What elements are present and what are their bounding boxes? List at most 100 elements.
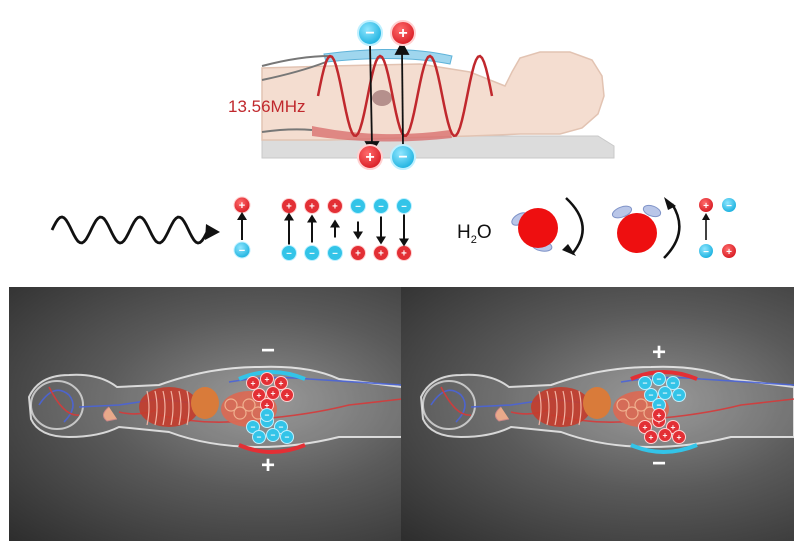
svg-text:−: −	[657, 400, 662, 410]
lungs	[531, 387, 591, 427]
water-molecule-1	[511, 197, 584, 256]
intestine-loop	[242, 398, 256, 412]
intestine-loop	[625, 406, 639, 420]
dipole-6-top-charge: −	[396, 198, 412, 214]
intestine-loop	[616, 398, 630, 412]
svg-text:+: +	[355, 248, 361, 259]
rib	[170, 390, 174, 426]
lower-charge-5: +	[658, 428, 672, 442]
dipole-5-bottom-charge: +	[373, 245, 389, 261]
panel-left-top-sign: −	[261, 337, 276, 364]
svg-text:−: −	[703, 247, 709, 258]
svg-text:+: +	[663, 430, 668, 440]
upper-charge-3: +	[274, 376, 288, 390]
svg-text:−: −	[401, 201, 407, 212]
panel-right-bottom-sign: −	[652, 450, 667, 477]
svg-text:−: −	[365, 25, 374, 42]
svg-text:+: +	[398, 25, 407, 42]
bottom-positive-charge: +	[357, 144, 383, 170]
svg-text:+: +	[265, 400, 270, 410]
upper-charge-6: +	[280, 388, 294, 402]
svg-text:+: +	[251, 378, 256, 388]
svg-text:−: −	[355, 201, 361, 212]
rf-wave	[316, 54, 494, 138]
skull	[30, 380, 84, 430]
svg-text:−: −	[251, 422, 256, 432]
intestine-loop	[634, 398, 648, 412]
rib	[538, 390, 542, 426]
upper-charge-4: −	[644, 388, 658, 402]
field-arrow-up	[394, 41, 410, 147]
upper-electrode-arc	[238, 370, 306, 381]
water-label: H2O	[457, 222, 492, 246]
svg-text:−: −	[239, 245, 245, 257]
upper-charge-3: −	[666, 376, 680, 390]
svg-text:+: +	[643, 422, 648, 432]
svg-text:−: −	[285, 432, 290, 442]
upper-charge-5: −	[658, 386, 672, 400]
svg-text:+: +	[671, 422, 676, 432]
panel-right-top-sign: +	[652, 339, 667, 366]
svg-text:−: −	[677, 390, 682, 400]
svg-text:−: −	[726, 201, 732, 212]
dipole-4-top-charge: −	[350, 198, 366, 214]
svg-text:+: +	[703, 201, 709, 212]
svg-text:+: +	[265, 374, 270, 384]
upper-charge-4: +	[252, 388, 266, 402]
svg-text:−: −	[398, 149, 407, 166]
upper-charge-2: −	[652, 372, 666, 386]
em-wave-arrowhead	[205, 224, 220, 240]
top-positive-charge: +	[390, 20, 416, 46]
blood-vessel	[440, 386, 472, 416]
svg-text:+: +	[257, 390, 262, 400]
svg-text:−: −	[265, 410, 270, 420]
lower-charge-4: +	[644, 430, 658, 444]
upper-electrode-arc	[630, 370, 698, 381]
svg-text:+: +	[649, 432, 654, 442]
dipole-2-bottom-charge: −	[304, 245, 320, 261]
svg-text:−: −	[257, 432, 262, 442]
upper-charge-7: +	[260, 398, 274, 412]
rib	[554, 390, 558, 426]
upper-charge-6: −	[672, 388, 686, 402]
top-negative-charge: −	[357, 20, 383, 46]
lower-electrode-arc	[238, 443, 306, 454]
liver	[583, 387, 611, 419]
rib	[154, 390, 158, 426]
svg-text:+: +	[378, 248, 384, 259]
svg-text:+: +	[279, 378, 284, 388]
svg-text:+: +	[285, 390, 290, 400]
rib	[578, 390, 582, 426]
liver	[191, 387, 219, 419]
svg-text:−: −	[671, 378, 676, 388]
svg-text:+: +	[309, 201, 315, 212]
svg-text:+: +	[271, 388, 276, 398]
dipole-3-top-charge: +	[327, 198, 343, 214]
dipole-1-bottom-charge: −	[281, 245, 297, 261]
svg-text:+: +	[332, 201, 338, 212]
body-illustration-right: −−−−−−−+++++++	[419, 365, 794, 454]
lower-charge-6: −	[280, 430, 294, 444]
intestine-loop	[224, 398, 238, 412]
panel-left-bottom-sign: +	[261, 452, 276, 479]
lower-electrode-arc	[630, 443, 698, 454]
svg-text:−: −	[643, 378, 648, 388]
hand	[103, 406, 118, 422]
svg-text:−: −	[286, 248, 292, 259]
blood-vessel	[48, 386, 80, 416]
skull	[422, 380, 476, 430]
lower-charge-5: −	[266, 428, 280, 442]
hand	[495, 406, 510, 422]
svg-text:−: −	[649, 390, 654, 400]
top-electrode-pad	[323, 48, 453, 65]
svg-text:+: +	[657, 410, 662, 420]
lungs	[139, 387, 199, 427]
svg-text:+: +	[239, 200, 245, 212]
upper-charge-1: +	[246, 376, 260, 390]
body-illustration-left: +++++++−−−−−−−	[27, 365, 402, 454]
lower-charge-7: +	[652, 408, 666, 422]
rib	[178, 390, 182, 426]
upper-charge-2: +	[260, 372, 274, 386]
bottom-electrode-pad	[312, 126, 452, 142]
